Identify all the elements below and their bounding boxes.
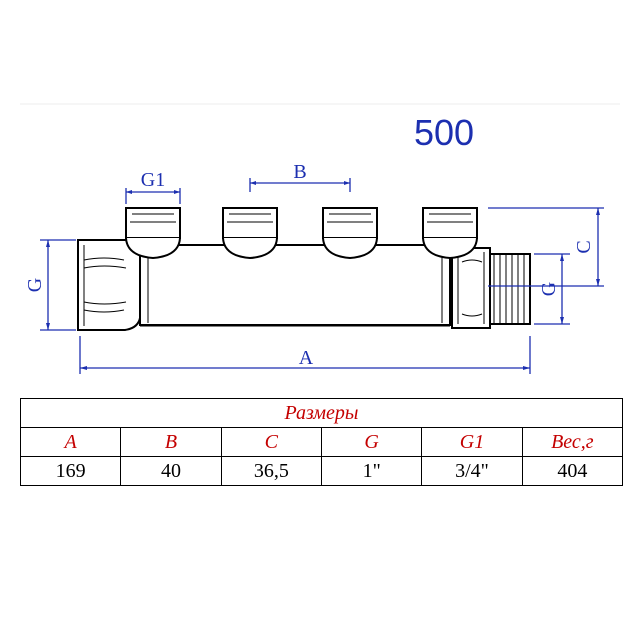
outlet-3 [322,207,378,260]
header-g1: G1 [421,427,523,457]
dimension-lines [40,178,604,374]
outlet-2 [222,207,278,260]
value-g1: 3/4" [421,456,523,486]
label-g-right: G [538,282,560,296]
label-c: C [573,240,595,253]
table-value-row: 169 40 36,5 1" 3/4" 404 [19,456,624,486]
label-b: B [293,161,306,183]
outlet-1 [125,207,181,260]
table-title-row: Размеры [20,398,623,428]
outlet-4 [422,207,478,260]
right-male-fitting [451,247,531,329]
outlet-ports [125,207,478,260]
label-g-left: G [24,278,46,292]
dimensions-table: Размеры A B C G G1 Вес,г 169 40 36,5 1" … [19,398,624,486]
table-title: Размеры [20,398,623,428]
model-number: 500 [414,112,475,153]
value-g: 1" [320,456,423,486]
table-header-row: A B C G G1 Вес,г [19,427,624,457]
manifold-drawing: G1 B A C G G [20,103,620,374]
header-a: A [19,427,122,457]
left-female-fitting [77,239,141,331]
header-b: B [120,427,222,457]
manifold-body [139,244,451,327]
header-g: G [320,427,423,457]
value-a: 169 [19,456,122,486]
value-c: 36,5 [220,456,322,486]
header-c: C [220,427,322,457]
label-g1: G1 [141,169,165,191]
header-weight: Вес,г [521,427,624,457]
label-a: A [299,347,314,369]
value-weight: 404 [521,456,624,486]
value-b: 40 [120,456,222,486]
